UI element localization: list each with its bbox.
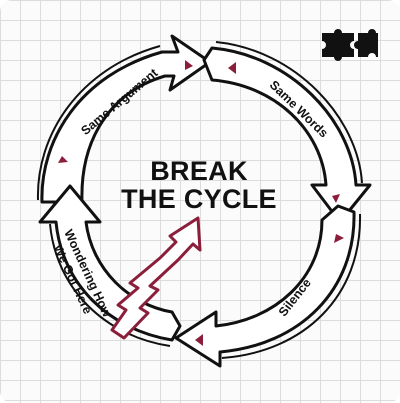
- marker-triangle: [195, 334, 203, 346]
- title-line1: BREAK: [150, 156, 248, 186]
- marker-triangle: [58, 156, 68, 163]
- marker-triangle: [334, 234, 344, 243]
- title-line2: THE CYCLE: [121, 184, 277, 214]
- marker-triangle: [332, 194, 340, 203]
- center-title: BREAK THE CYCLE: [121, 156, 277, 214]
- puzzle-piece-icon: [322, 29, 378, 61]
- rising-arrow-icon: [110, 216, 202, 340]
- marker-triangle: [185, 60, 193, 70]
- marker-triangle: [228, 62, 236, 74]
- segment-silence: Silence: [174, 204, 362, 368]
